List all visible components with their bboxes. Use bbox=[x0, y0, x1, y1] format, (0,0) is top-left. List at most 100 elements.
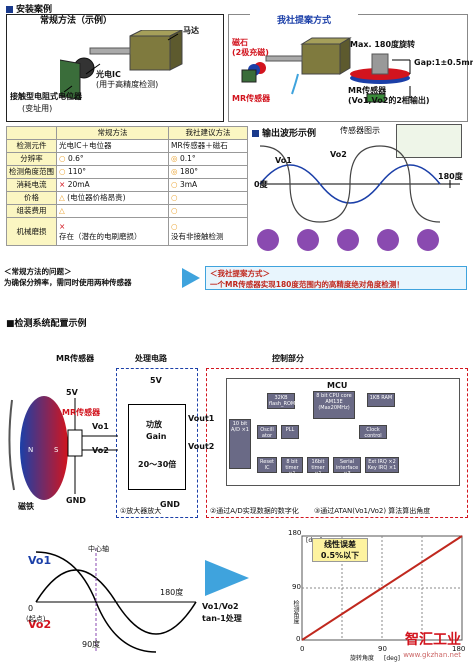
svg-text:S: S bbox=[54, 446, 59, 454]
conventional-method-box bbox=[6, 14, 224, 122]
problem-bar: ＜常规方法的问题＞ 为确保分辨率，需同时使用两种传感器 bbox=[4, 267, 132, 287]
step2-label: ②通过A/D实现数据的数字化 bbox=[210, 507, 299, 515]
processing-label: 处理电路 bbox=[135, 354, 167, 363]
bottom-90-label: 90度 bbox=[82, 640, 101, 649]
x-tick-90: 90 bbox=[378, 645, 387, 653]
mr-sensor2-note: (Vo1,Vo2的2相输出) bbox=[348, 96, 430, 105]
y-tick-180: 180 bbox=[288, 529, 302, 537]
table-row: 分辨率 ○ 0.6° ◎ 0.1° bbox=[6, 152, 248, 166]
y-tick-90: 90 bbox=[292, 583, 301, 591]
vo1-label: Vo1 bbox=[92, 422, 109, 431]
proposal-title: 我社提案方式 bbox=[250, 14, 358, 28]
proposal-bar: ＜我社提案方式＞ 一个MR传感器实现180度范围内的高精度绝对角度检测！ bbox=[205, 266, 467, 290]
x-tick-180: 180 bbox=[452, 645, 466, 653]
section-title-install: 安装案例 bbox=[6, 2, 52, 15]
magnet-label: 磁石 bbox=[232, 38, 248, 47]
table-header-cell: 常规方法 bbox=[55, 126, 170, 140]
bottom-vo1-wave bbox=[35, 569, 197, 635]
bottom-vo2-wave bbox=[35, 551, 157, 653]
magnet-pos-icon bbox=[257, 229, 279, 251]
bottom-vo1-label: Vo1 bbox=[28, 554, 52, 567]
amplifier-block bbox=[128, 404, 186, 490]
center-axis-label: 中心轴 bbox=[88, 545, 109, 553]
gnd-label-b: GND bbox=[160, 500, 180, 509]
amp-label: 功放 bbox=[146, 420, 162, 429]
mcu-adc-block: 10 bit A/D ×1 bbox=[229, 419, 251, 469]
table-row: 检测角度范围 ○ 110° ◎ 180° bbox=[6, 165, 248, 179]
control-box bbox=[206, 368, 468, 518]
wave-180-label: 180度 bbox=[438, 172, 463, 181]
x-unit-label: [deg] bbox=[384, 655, 400, 662]
control-label: 控制部分 bbox=[272, 354, 304, 363]
mcu-osc-block: Oscill ator bbox=[257, 425, 277, 439]
magnet-note: (2极充磁) bbox=[232, 48, 269, 57]
x-tick-0: 0 bbox=[300, 645, 305, 653]
mr-sensor-label: MR传感器 bbox=[232, 94, 271, 103]
table-row: 组装费用 △ ○ bbox=[6, 204, 248, 218]
motor-label: 马达 bbox=[183, 26, 199, 35]
square-bullet-icon bbox=[252, 130, 259, 137]
magnet-label-bottom: 磁铁 bbox=[18, 502, 34, 511]
mcu-block: MCU 32KB flash_ROM 8 bit CPU core AM13E … bbox=[226, 378, 460, 486]
linearity-badge: 线性误差 0.5%以下 bbox=[312, 538, 368, 562]
linearity-line bbox=[301, 535, 463, 641]
gain-range-label: 20～30倍 bbox=[138, 460, 177, 469]
table-header-cell: 我社建议方法 bbox=[168, 126, 248, 140]
x-axis-label: 旋转角度 bbox=[350, 655, 375, 662]
vo2-wave bbox=[259, 145, 441, 223]
comparison-table: 常规方法 我社建议方法 检测元件 光电IC＋电位器 MR传感器＋磁石 分辨率 ○… bbox=[6, 126, 248, 246]
sensor-diagram-label: 传感器图示 bbox=[340, 126, 380, 135]
table-header-cell bbox=[6, 126, 57, 140]
gap-label: Gap:1±0.5mm bbox=[414, 58, 473, 67]
table-row: 机械磨损 ×存在（潜在的电刷磨损） ○没有非接触检测 bbox=[6, 217, 248, 246]
process-arrow-icon bbox=[205, 560, 249, 596]
mr-sensor-section-label: MR传感器 bbox=[56, 354, 95, 363]
watermark-url: www.gkzhan.net bbox=[403, 651, 461, 659]
mr-sensor-red-label: MR传感器 bbox=[62, 408, 101, 417]
bottom-vo2-label: Vo2 bbox=[28, 618, 52, 631]
vout2-label: Vout2 bbox=[188, 442, 215, 451]
arrow-right-icon bbox=[182, 268, 200, 288]
mcu-flash-block: 32KB flash_ROM bbox=[267, 393, 296, 409]
v5-label-b: 5V bbox=[150, 376, 162, 385]
v5-label-a: 5V bbox=[66, 388, 78, 397]
vo1-wave bbox=[259, 164, 441, 204]
mcu-reset-block: Reset IC bbox=[257, 457, 277, 473]
waveform-title: 输出波形示例 bbox=[252, 126, 316, 139]
mcu-timer16-block: 16bit timer ×1 bbox=[307, 457, 329, 477]
magnet-sensor-illustration: N S bbox=[8, 396, 118, 500]
magnet-disc bbox=[20, 396, 68, 500]
bottom-zero-label: 0 bbox=[28, 604, 34, 613]
mcu-serial-block: Serial interface ×3 bbox=[333, 457, 361, 477]
table-row: 检测元件 光电IC＋电位器 MR传感器＋磁石 bbox=[6, 139, 248, 153]
wave-vo1-label: Vo1 bbox=[275, 156, 292, 165]
y-axis-label: 检测角度 bbox=[292, 600, 299, 624]
bottom-start-label: (起点) bbox=[26, 615, 46, 623]
potentiometer-note: (变址用) bbox=[22, 104, 53, 113]
table-header-row: 常规方法 我社建议方法 bbox=[6, 126, 248, 140]
mcu-irq-block: Ext IRQ ×2 Key IRQ ×1 bbox=[365, 457, 399, 473]
y-tick-0: 0 bbox=[296, 635, 301, 643]
wave-zero-label: 0度 bbox=[254, 180, 268, 189]
mcu-pll-block: PLL bbox=[281, 425, 299, 439]
max-rotation-label: Max. 180度旋转 bbox=[350, 40, 416, 49]
photo-ic-note: (用于高精度检测) bbox=[96, 80, 159, 89]
step1-label: ①放大器放大 bbox=[120, 507, 162, 515]
waveform-chart bbox=[257, 145, 460, 251]
conventional-title: 常规方法（示例） bbox=[40, 16, 113, 26]
processing-box bbox=[116, 368, 198, 518]
wave-vo2-label: Vo2 bbox=[330, 150, 347, 159]
proposal-illustration bbox=[241, 37, 411, 103]
mr-sensor2-label: MR传感器 bbox=[348, 86, 387, 95]
table-row: 价格 △ (电位器价格昂贵) ○ bbox=[6, 191, 248, 205]
section-title-system: ■检测系统配置示例 bbox=[6, 319, 87, 329]
mcu-timer8-block: 8 bit timer ×1 bbox=[281, 457, 303, 477]
process-line2: tan-1处理 bbox=[202, 614, 242, 623]
gain-label: Gain bbox=[146, 432, 167, 441]
photo-ic-label: 光电IC bbox=[96, 70, 121, 79]
bottom-180-label: 180度 bbox=[160, 588, 184, 597]
step3-label: ③通过ATAN(Vo1/Vo2) 算法算出角度 bbox=[314, 507, 431, 515]
svg-text:N: N bbox=[28, 446, 33, 454]
watermark-brand: 智汇工业 bbox=[405, 632, 461, 648]
mcu-title: MCU bbox=[327, 381, 348, 390]
